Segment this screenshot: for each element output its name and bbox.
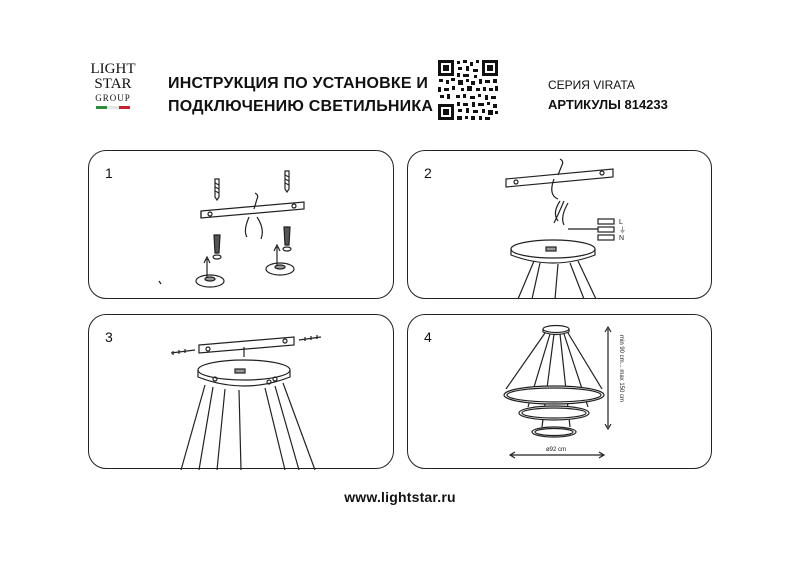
logo-line-1: LIGHT xyxy=(82,62,144,77)
screw-icon xyxy=(215,179,219,200)
step-4-panel: 4 min 90 cm... max 150 cm ø92 cm xyxy=(407,314,712,469)
logo-line-3: GROUP xyxy=(82,93,144,103)
series-label: СЕРИЯ VIRATA xyxy=(548,75,668,95)
step-1-illustration xyxy=(89,151,395,300)
product-info: СЕРИЯ VIRATA АРТИКУЛЫ 814233 xyxy=(548,75,668,115)
articles-label: АРТИКУЛЫ 814233 xyxy=(548,95,668,115)
step-3-illustration xyxy=(89,315,395,470)
document-title: ИНСТРУКЦИЯ ПО УСТАНОВКЕ И ПОДКЛЮЧЕНИЮ СВ… xyxy=(168,72,433,118)
screw-icon xyxy=(299,335,321,341)
screw-icon xyxy=(171,349,195,355)
screw-icon xyxy=(285,171,289,192)
step-4-illustration: min 90 cm... max 150 cm ø92 cm xyxy=(408,315,713,470)
height-dimension-line xyxy=(605,327,611,429)
step-3-panel: 3 xyxy=(88,314,394,469)
wire-label-n: N xyxy=(619,235,624,242)
title-line-1: ИНСТРУКЦИЯ ПО УСТАНОВКЕ И xyxy=(168,72,433,95)
brand-logo: LIGHT STAR GROUP xyxy=(82,62,144,124)
website-url[interactable]: www.lightstar.ru xyxy=(0,489,800,505)
step-2-panel: 2 L ⏚ N xyxy=(407,150,712,299)
title-line-2: ПОДКЛЮЧЕНИЮ СВЕТИЛЬНИКА xyxy=(168,95,433,118)
dowel-icon xyxy=(283,227,291,251)
qr-code-icon xyxy=(436,58,500,122)
height-label: min 90 cm... max 150 cm xyxy=(618,335,624,402)
dowel-icon xyxy=(213,235,221,259)
logo-line-2: STAR xyxy=(82,77,144,92)
step-1-panel: 1 xyxy=(88,150,394,299)
wire-label-l: L xyxy=(619,219,623,226)
diameter-label: ø92 cm xyxy=(546,447,566,453)
wire-label-ground: ⏚ xyxy=(619,226,626,234)
step-2-illustration: L ⏚ N xyxy=(408,151,713,300)
italian-flag-icon xyxy=(96,106,130,109)
